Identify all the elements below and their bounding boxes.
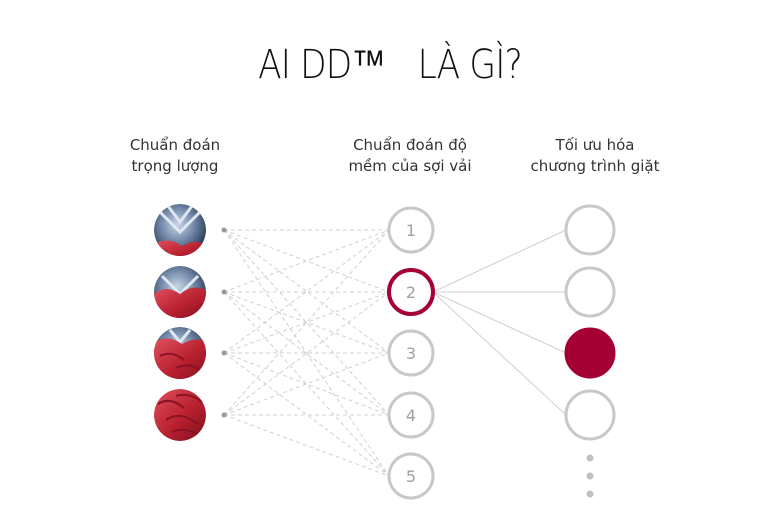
softness-node-label: 3 [406,344,416,363]
input-to-middle-links [223,229,390,477]
load-thumbnail-3 [154,327,206,379]
weight-column-label: Chuẩn đoán trọng lượng [100,135,250,177]
input-link [223,352,390,416]
softness-node-label: 5 [406,467,416,486]
input-dots [221,227,227,418]
input-link [223,414,390,477]
program-node [564,204,616,256]
program-label-line2: chương trình giặt [530,157,660,175]
softness-node-label: 4 [406,406,416,425]
input-link [223,291,390,416]
softness-node-label: 2 [406,283,416,302]
page-title: AI DD™ LÀ GÌ? [55,42,726,88]
softness-label-line2: mềm của sợi vải [348,157,472,175]
more-programs-ellipsis [586,454,594,498]
input-link [223,291,390,354]
softness-column-label: Chuẩn đoán độ mềm của sợi vải [320,135,500,177]
softness-node-4: 4 [387,391,435,439]
input-link [223,229,390,477]
output-link [432,229,567,293]
input-link [223,291,390,477]
weight-label-line2: trọng lượng [131,157,219,175]
title-part-2: LÀ GÌ? [417,42,523,88]
softness-node-label: 1 [406,221,416,240]
program-nodes [564,204,616,441]
output-link [432,291,567,354]
input-link [223,352,390,416]
program-label-line1: Tối ưu hóa [555,136,635,154]
output-link [432,291,567,416]
input-link [223,352,390,477]
input-link [223,229,390,416]
selected-program-node [564,327,616,379]
load-thumbnail-1 [154,204,206,256]
input-link [223,229,390,293]
middle-to-output-links [432,229,567,416]
input-link [223,229,390,293]
input-link [223,229,390,416]
softness-node-5: 5 [387,452,435,500]
program-column-label: Tối ưu hóa chương trình giặt [510,135,680,177]
load-thumbnail-2 [154,266,206,318]
softness-node-2: 2 [387,268,435,316]
program-node [564,389,616,441]
input-link [223,229,390,354]
weight-label-line1: Chuẩn đoán [129,136,221,154]
title-part-1: AI DD™ [258,42,386,88]
input-link [223,229,390,354]
load-thumbnail-4 [154,389,206,441]
input-link [223,291,390,416]
softness-nodes: 1 2 3 4 5 [387,206,435,500]
softness-node-3: 3 [387,329,435,377]
softness-node-1: 1 [387,206,435,254]
softness-label-line1: Chuẩn đoán độ [353,136,467,154]
program-node [564,266,616,318]
